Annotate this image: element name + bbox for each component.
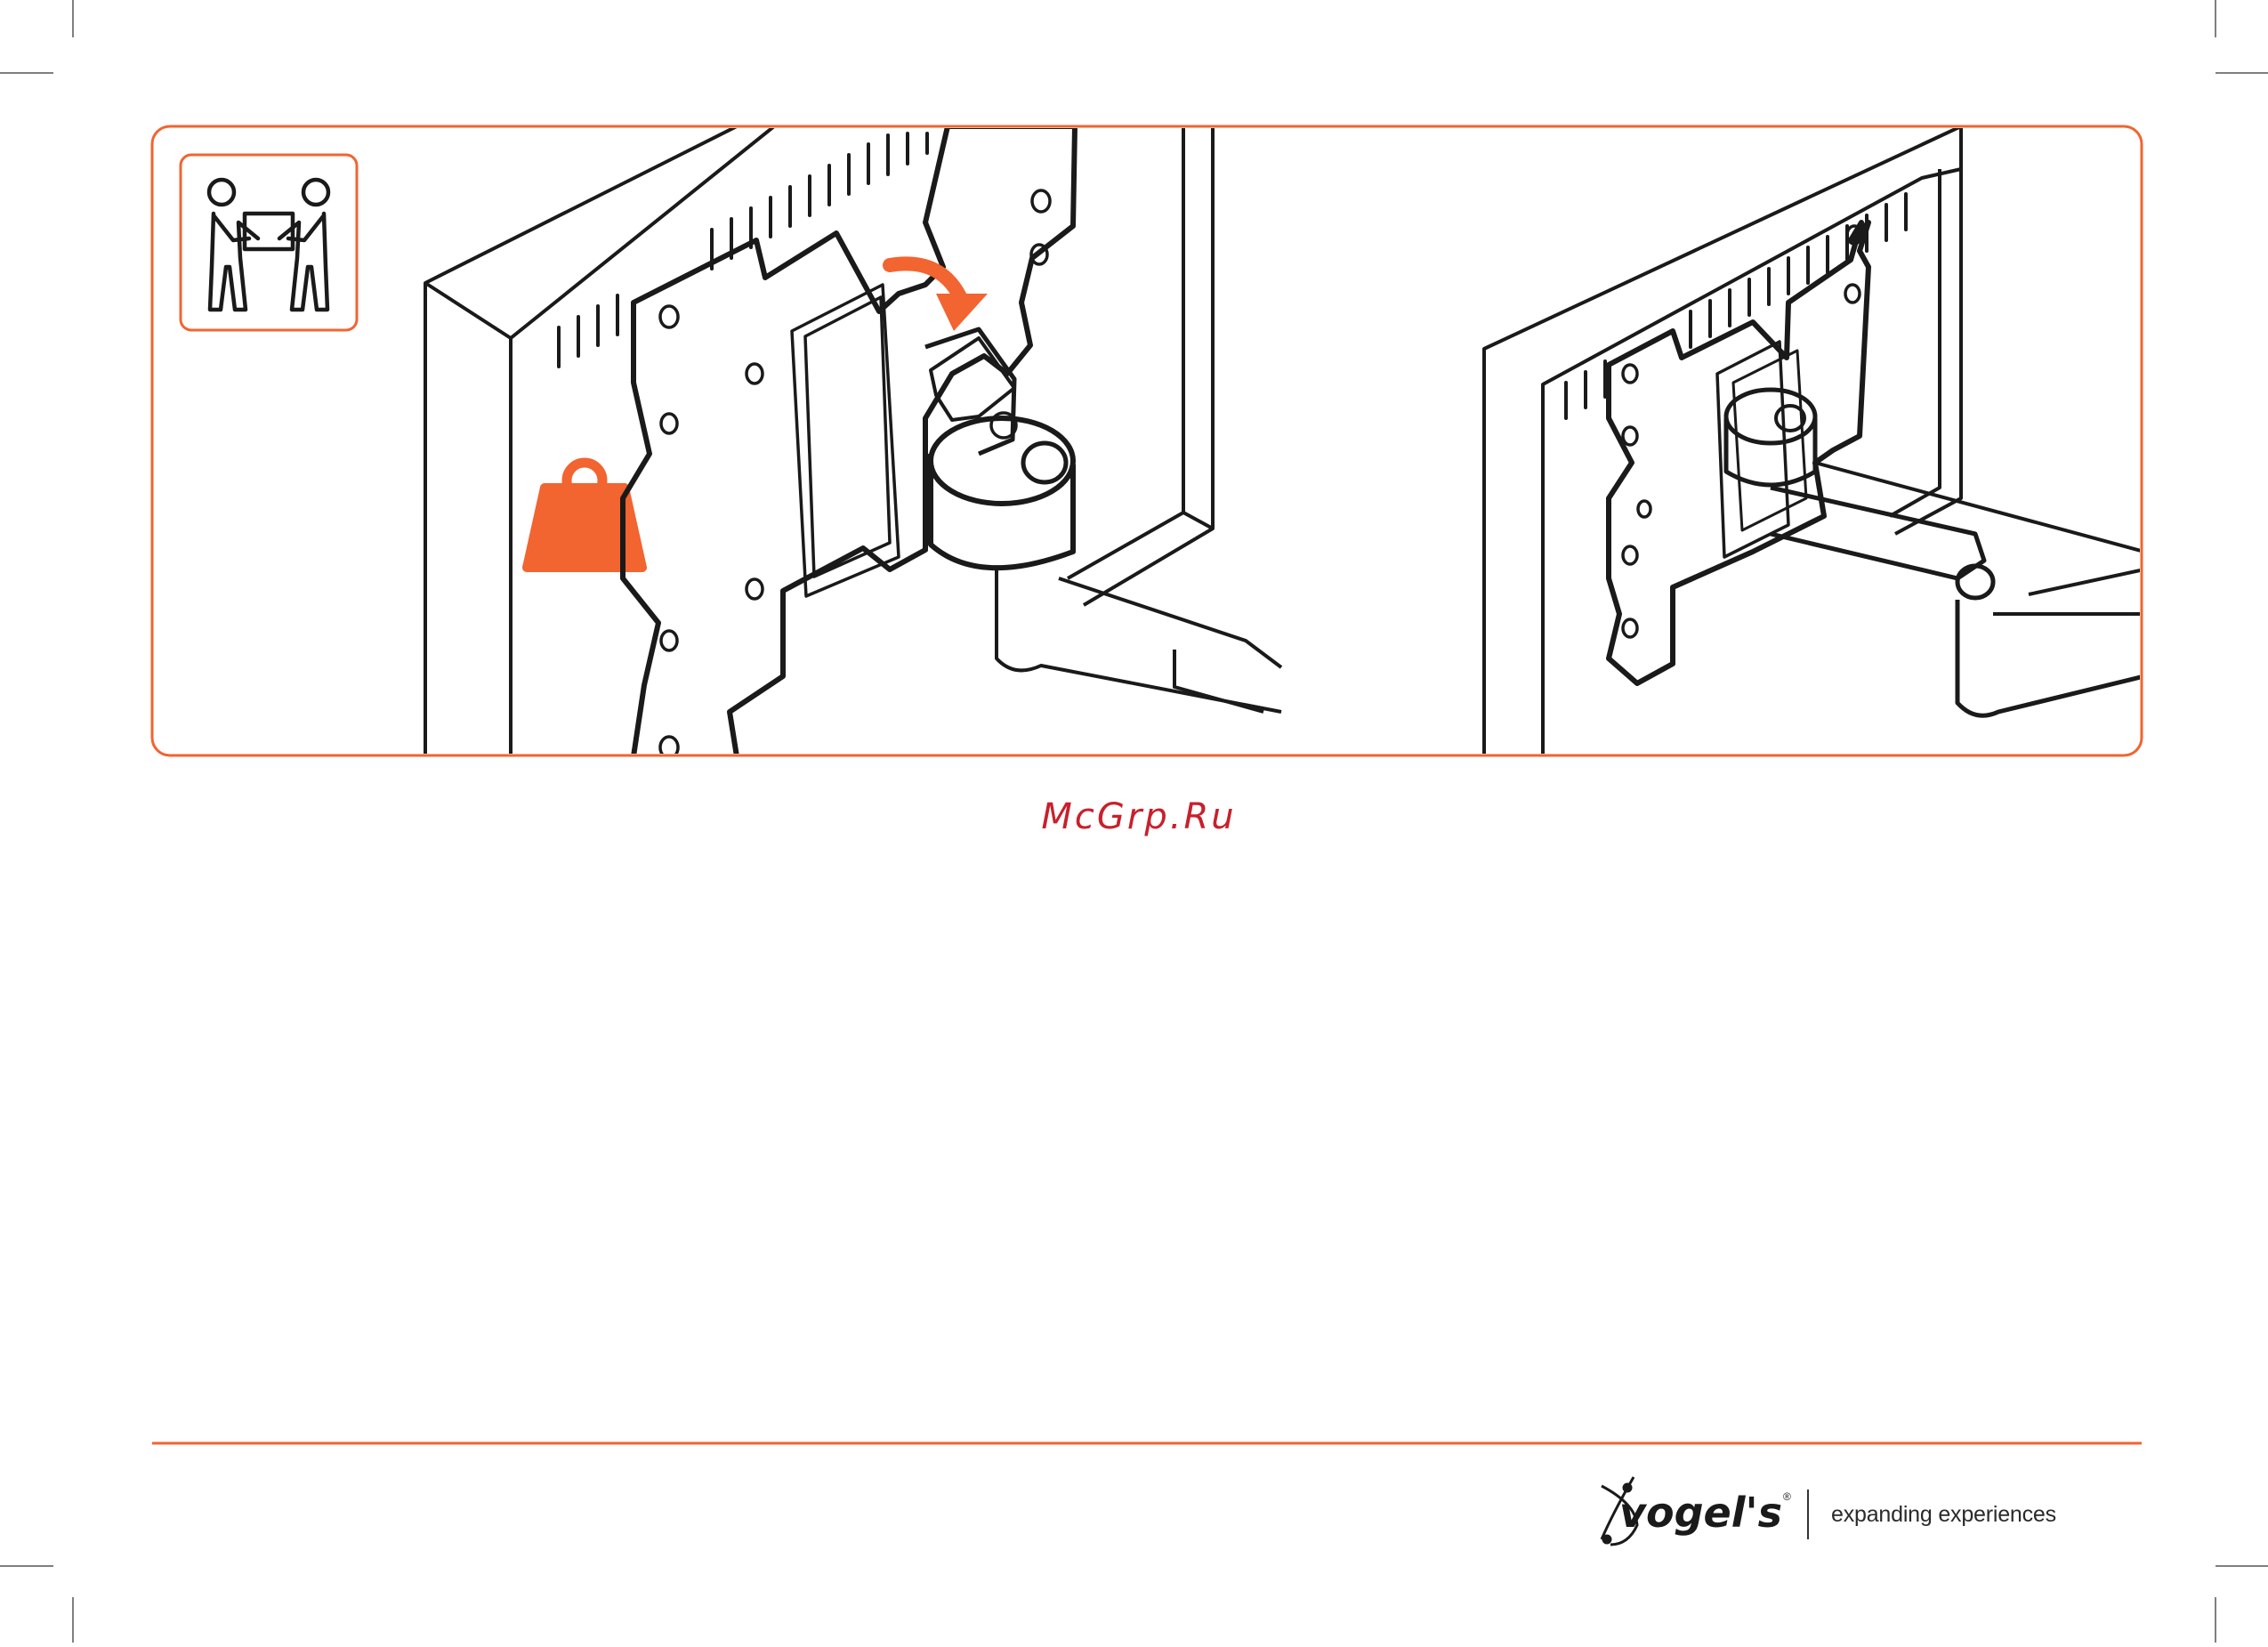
tv-mounting-step-left <box>425 126 1281 758</box>
vogels-logo: vogel's ® <box>1602 1477 1791 1545</box>
tv-mounting-step-right <box>1484 126 2144 756</box>
curved-arrow-icon <box>890 263 988 331</box>
svg-text:®: ® <box>1783 1490 1791 1503</box>
brand-name: vogel's <box>1619 1489 1782 1537</box>
logo-divider <box>1807 1490 1809 1539</box>
two-person-lift-icon <box>181 155 357 330</box>
brand-tagline: expanding experiences <box>1831 1502 2056 1528</box>
watermark: McGrp.Ru <box>961 796 1317 837</box>
